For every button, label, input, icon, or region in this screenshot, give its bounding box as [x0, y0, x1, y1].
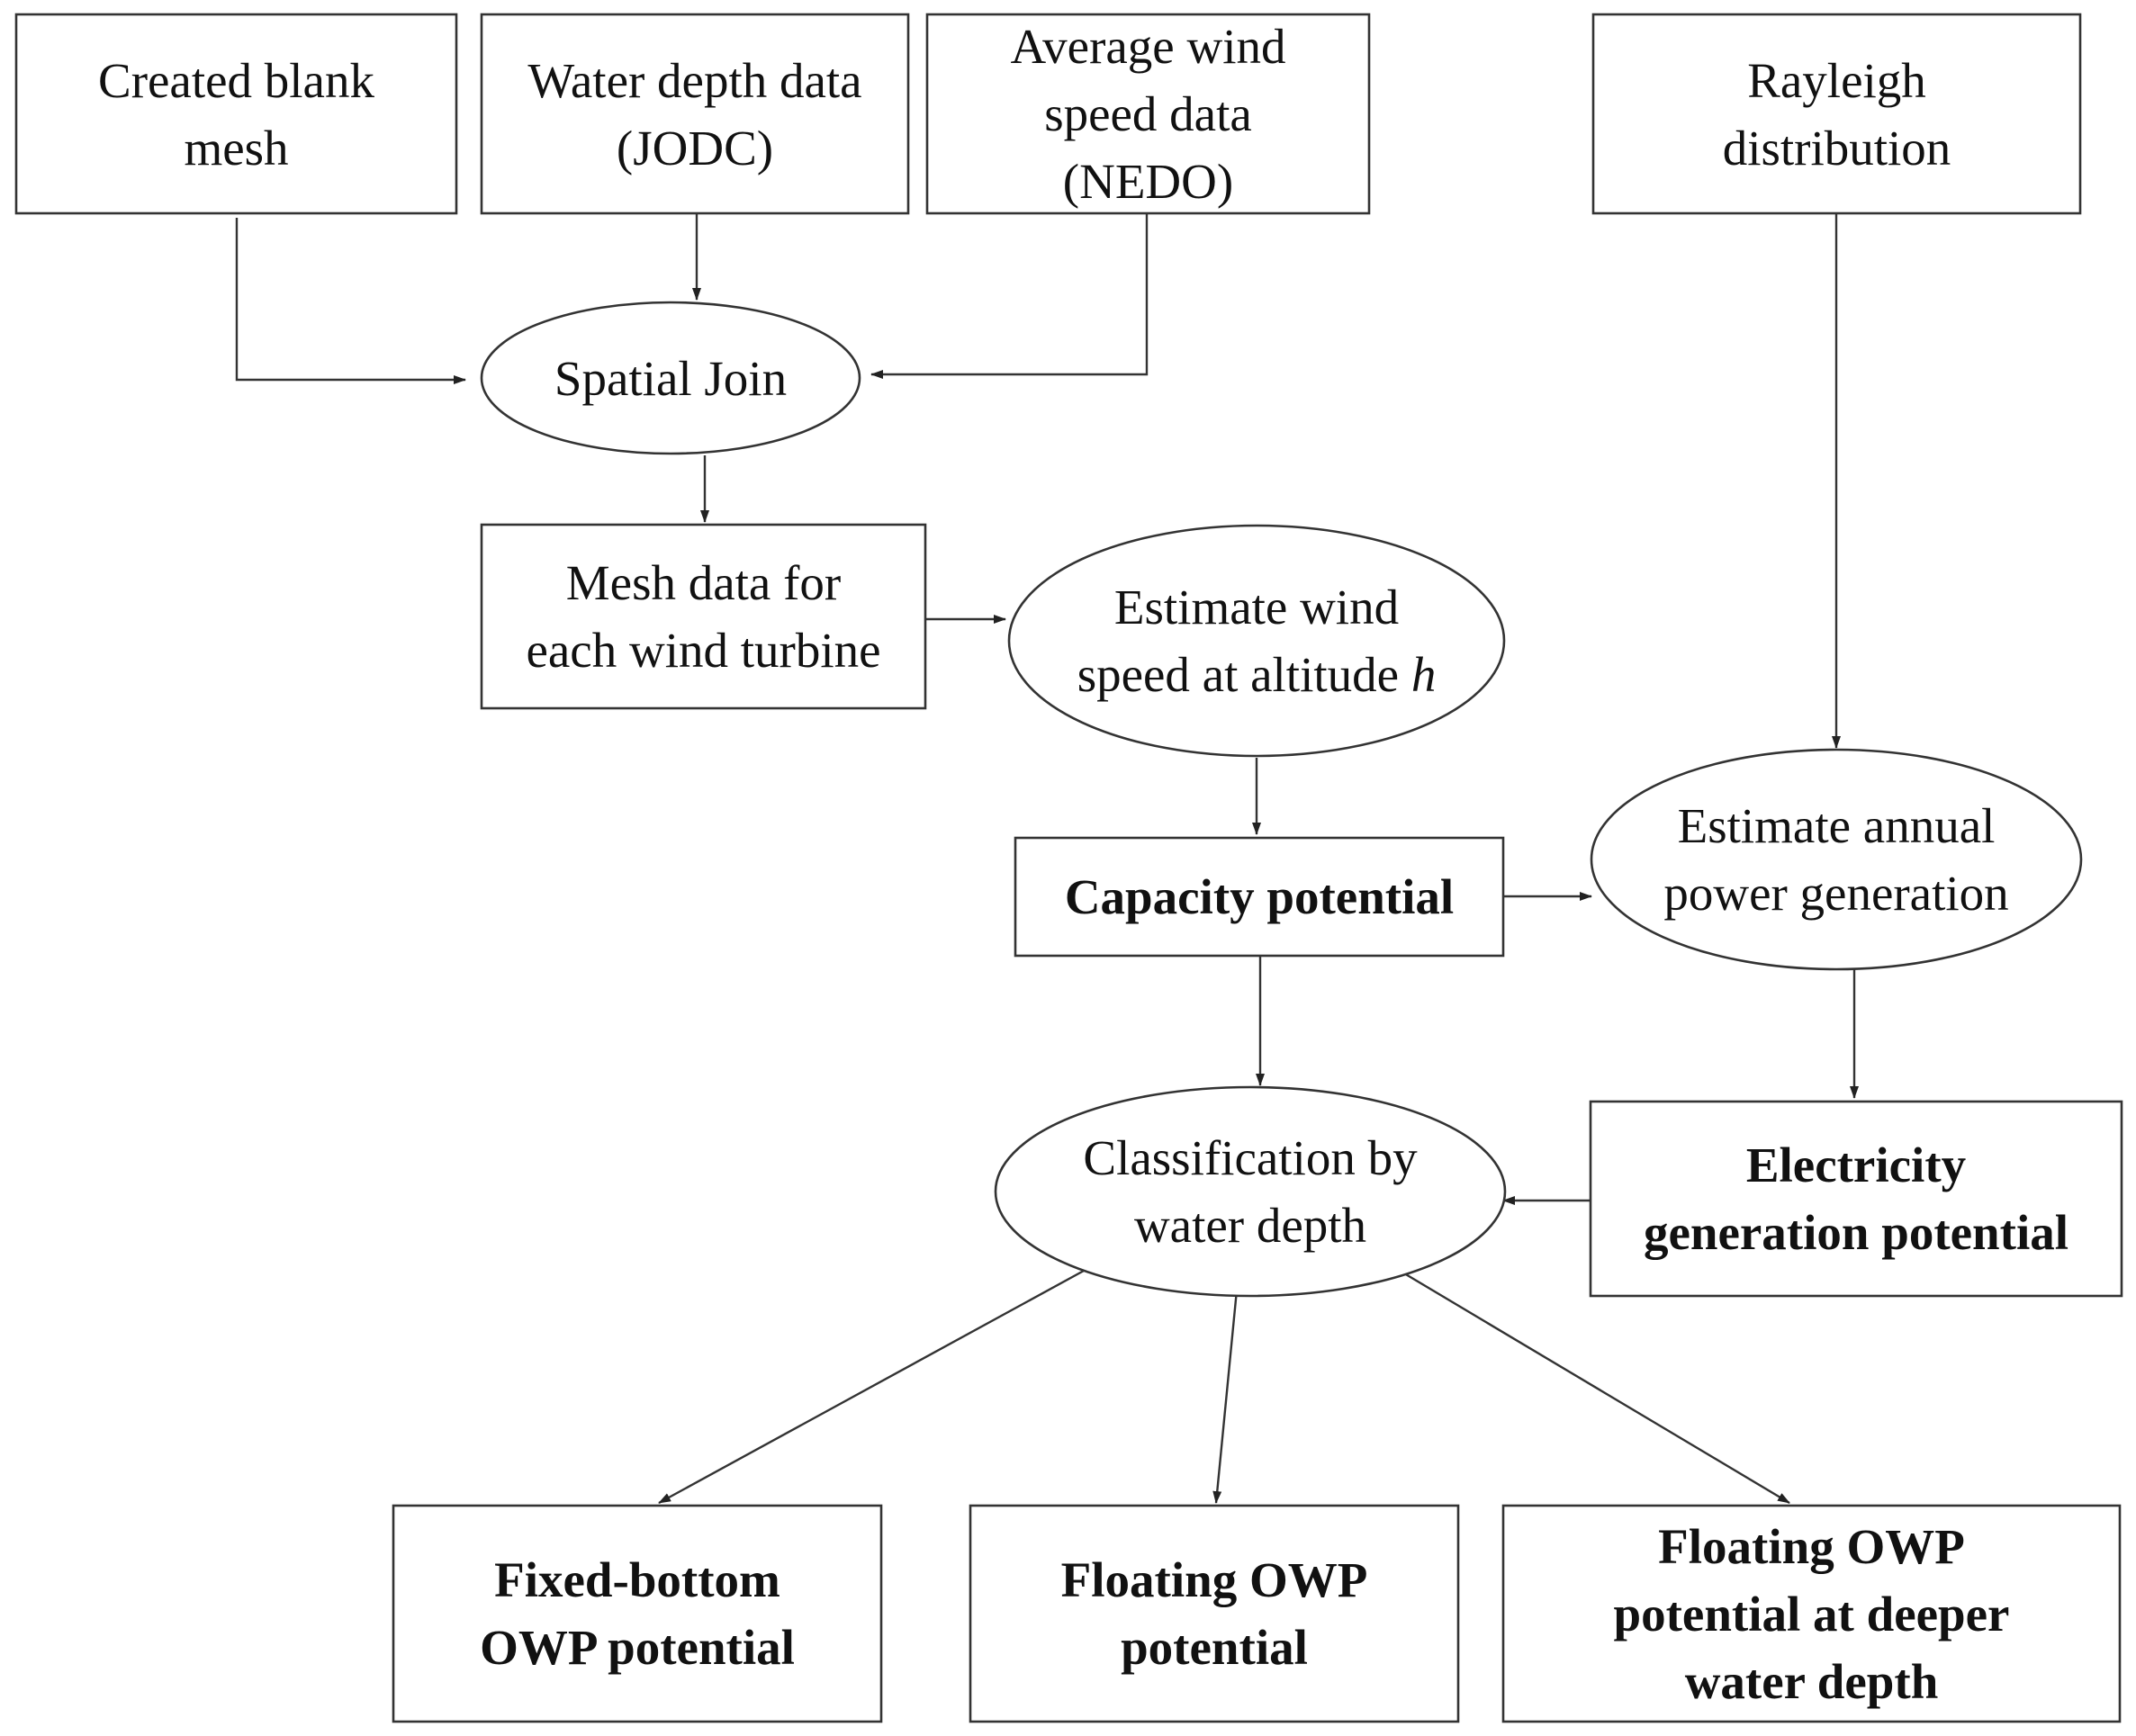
edge-classification-to-floating-deep [1390, 1264, 1790, 1505]
node-estimate-annual-power-ellipse [1590, 748, 2083, 971]
node-floating-owp-box [969, 1504, 1460, 1723]
node-classification-ellipse [994, 1085, 1507, 1298]
node-capacity-potential-box [1014, 836, 1505, 958]
edge-blank-mesh-to-spatial-join [235, 218, 466, 384]
edge-classification-to-fixed-bottom [658, 1264, 1095, 1505]
edge-classification-to-floating [1212, 1280, 1239, 1504]
node-rayleigh-distribution-box [1591, 13, 2082, 215]
node-created-blank-mesh-box [14, 13, 458, 215]
edge-wind-speed-to-spatial-join [870, 213, 1149, 379]
node-water-depth-data-box [480, 13, 910, 215]
node-fixed-bottom-box [392, 1504, 883, 1723]
node-electricity-generation-box [1589, 1100, 2123, 1298]
node-spatial-join-ellipse [480, 301, 861, 455]
node-estimate-wind-speed-ellipse [1007, 524, 1506, 758]
node-floating-deeper-box [1501, 1504, 2122, 1723]
node-mesh-data-box [480, 523, 927, 710]
node-average-wind-speed-box [925, 13, 1371, 215]
